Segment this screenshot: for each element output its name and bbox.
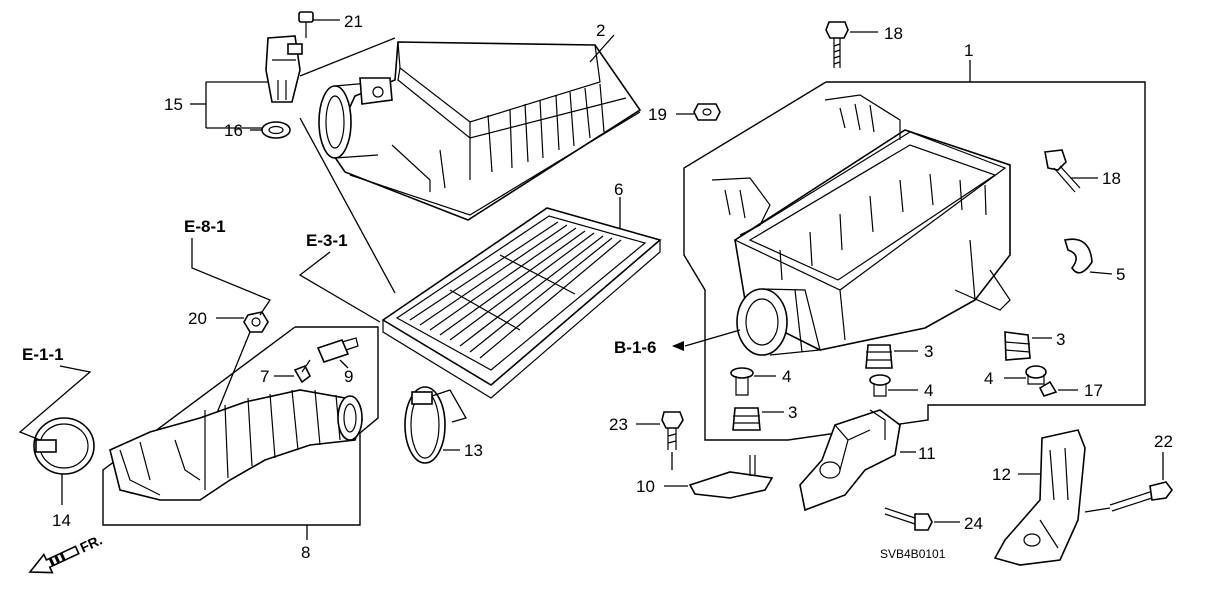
callout-11: 11 bbox=[918, 444, 936, 463]
callout-12: 12 bbox=[992, 465, 1011, 484]
collar-4a bbox=[730, 367, 776, 396]
callout-18-right: 18 bbox=[1102, 169, 1121, 188]
fitting-9 bbox=[316, 337, 359, 369]
callout-20: 20 bbox=[188, 309, 207, 328]
callout-21: 21 bbox=[344, 12, 363, 31]
callout-7: 7 bbox=[260, 367, 269, 386]
leader-e11 bbox=[18, 365, 92, 441]
hose-clamp-14 bbox=[33, 417, 95, 505]
callout-23: 23 bbox=[609, 415, 628, 434]
bolt-18-upper bbox=[825, 21, 878, 68]
callout-15: 15 bbox=[164, 95, 183, 114]
callout-3-c: 3 bbox=[788, 403, 797, 422]
callout-4-b: 4 bbox=[924, 381, 933, 400]
callout-19: 19 bbox=[648, 105, 667, 124]
hose-clamp-13 bbox=[404, 386, 467, 464]
grommet-3c bbox=[732, 407, 784, 431]
callout-14: 14 bbox=[52, 511, 71, 530]
leader-e31 bbox=[298, 251, 381, 323]
assembly-1-frame bbox=[683, 81, 1146, 441]
callout-18-upper: 18 bbox=[884, 24, 903, 43]
ref-b16: B-1-6 bbox=[614, 338, 657, 357]
callout-1: 1 bbox=[964, 41, 973, 60]
mount-bracket-11 bbox=[799, 409, 916, 512]
intake-tube-8 bbox=[109, 389, 363, 501]
nut-19 bbox=[676, 103, 721, 121]
callout-10: 10 bbox=[636, 477, 655, 496]
callout-17: 17 bbox=[1084, 381, 1103, 400]
air-filter-element bbox=[381, 207, 662, 399]
assembly-8-frame bbox=[102, 326, 379, 526]
bolt-22 bbox=[1084, 452, 1173, 513]
leader-e81 bbox=[191, 238, 271, 316]
callout-3-b: 3 bbox=[1056, 330, 1065, 349]
callout-4-c: 4 bbox=[984, 369, 993, 388]
callout-3-a: 3 bbox=[924, 342, 933, 361]
callout-24: 24 bbox=[964, 514, 983, 533]
bolt-23 bbox=[636, 411, 684, 450]
lower-housing bbox=[711, 94, 1011, 356]
sensor-15 bbox=[265, 35, 303, 103]
o-ring-16 bbox=[250, 121, 291, 139]
callout-16: 16 bbox=[224, 121, 243, 140]
callout-6: 6 bbox=[614, 180, 623, 199]
grommet-3a bbox=[865, 344, 918, 369]
callout-2: 2 bbox=[596, 21, 605, 40]
leader-2 bbox=[589, 34, 615, 63]
clip-7 bbox=[274, 359, 312, 384]
bracket-plate-10 bbox=[664, 455, 774, 499]
upper-housing-cover bbox=[318, 41, 642, 221]
front-arrow-icon: FR. bbox=[28, 532, 105, 574]
collar-4c bbox=[1004, 365, 1047, 385]
ref-e31: E-3-1 bbox=[306, 231, 348, 250]
grommet-3b bbox=[1004, 331, 1052, 361]
leader-2-to-6 bbox=[299, 117, 396, 294]
front-label: FR. bbox=[77, 532, 104, 556]
leader-b16 bbox=[684, 329, 741, 347]
leader-21-area bbox=[299, 37, 396, 77]
arrow-b16 bbox=[672, 341, 684, 351]
bracket-12 bbox=[993, 429, 1086, 566]
callout-8: 8 bbox=[301, 543, 310, 562]
ref-e81: E-8-1 bbox=[184, 217, 226, 236]
callout-9: 9 bbox=[344, 367, 353, 386]
callout-4-a: 4 bbox=[782, 367, 791, 386]
screw-21 bbox=[298, 11, 340, 38]
clip-17 bbox=[1038, 380, 1078, 397]
ref-e11: E-1-1 bbox=[22, 345, 64, 364]
callout-5: 5 bbox=[1116, 265, 1125, 284]
callout-13: 13 bbox=[464, 441, 483, 460]
callout-22: 22 bbox=[1154, 432, 1173, 451]
bolt-18-right bbox=[1044, 149, 1098, 193]
clip-5 bbox=[1063, 238, 1113, 275]
collar-4b bbox=[869, 374, 918, 397]
diagram-code: SVB4B0101 bbox=[880, 547, 946, 561]
bolt-24 bbox=[884, 507, 960, 531]
